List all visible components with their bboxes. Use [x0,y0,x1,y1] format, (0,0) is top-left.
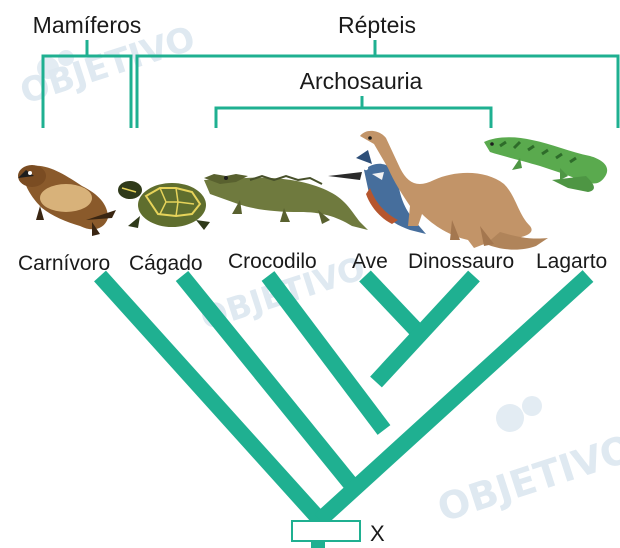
branch-ave [365,276,420,334]
taxon-label-ave: Ave [352,250,388,273]
root-label: X [370,521,385,546]
taxon-label-crocodilo: Crocodilo [228,250,317,273]
turtle-icon [118,181,210,230]
taxon-label-cagado: Cágado [129,252,203,275]
taxon-label-carnivoro: Carnívoro [18,252,110,275]
taxon-label-lagarto: Lagarto [536,250,607,273]
watermark-logo-bottom: OBJETIVO [432,396,620,531]
archosauria-label: Archosauria [300,68,423,94]
watermark-bottom: OBJETIVO [432,426,620,530]
taxon-label-dinossauro: Dinossauro [408,250,514,273]
ferret-icon [18,165,116,236]
crocodile-icon [204,174,368,230]
archosauria-bracket [216,96,491,128]
mammals-label: Mamíferos [33,12,142,38]
root-box [292,521,360,541]
root-stem [311,541,325,548]
reptiles-label: Répteis [338,12,416,38]
